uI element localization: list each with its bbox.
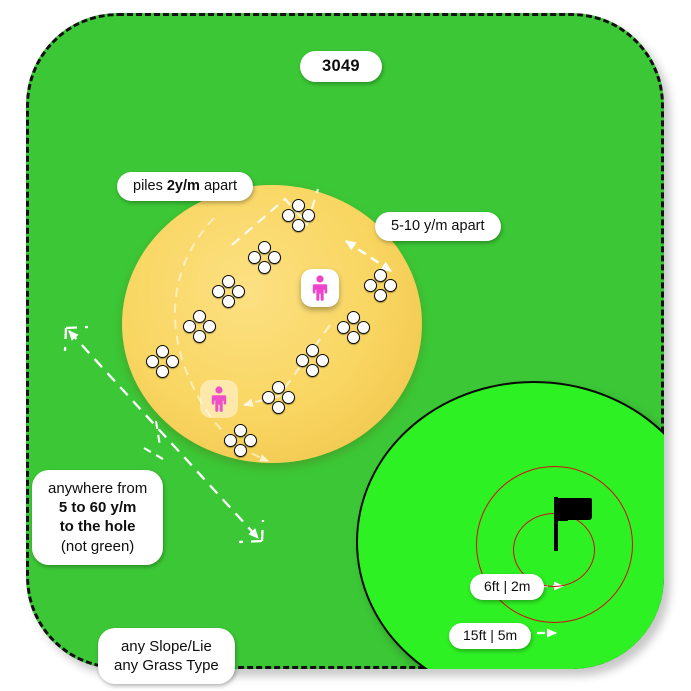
ball-pile-icon [262,381,296,415]
conditions-line-1: any Slope/Lie [120,638,212,655]
conditions-line-2: any Grass Type [114,657,219,675]
outer-ring-measurement-label: 15ft | 5m [449,623,532,649]
ball-pile-icon [337,311,371,345]
ball-pile-icon [282,199,316,233]
distance-line-4: (not green) [60,537,135,555]
inner-ring-measurement-label: 6ft | 2m [470,574,545,600]
player-figure-icon-ghost [200,380,238,418]
distance-line-3: to the hole [59,518,136,536]
ball-pile-icon [183,310,217,344]
piles-spacing-post: apart [199,178,238,194]
apart-range-label: 5-10 y/m apart [375,212,501,241]
outer-target-ring [476,466,633,623]
hole-number-badge[interactable]: 3049 [300,51,382,83]
ball-pile-icon [212,275,246,309]
player-figure-icon [301,269,339,307]
ball-pile-icon [224,424,258,458]
distance-to-hole-box: anywhere from 5 to 60 y/m to the hole (n… [32,470,164,565]
piles-spacing-label: piles 2y/m apart [117,172,254,201]
ball-pile-icon [146,345,180,379]
ball-pile-icon [248,241,282,275]
distance-line-1: anywhere from [48,480,148,497]
piles-spacing-value: 2y/m [166,178,200,194]
ball-pile-icon [296,344,330,378]
conditions-box: any Slope/Lie any Grass Type [98,628,235,685]
distance-line-2: 5 to 60 y/m [58,499,137,517]
ball-pile-icon [364,269,398,303]
piles-spacing-pre: piles [133,178,167,194]
